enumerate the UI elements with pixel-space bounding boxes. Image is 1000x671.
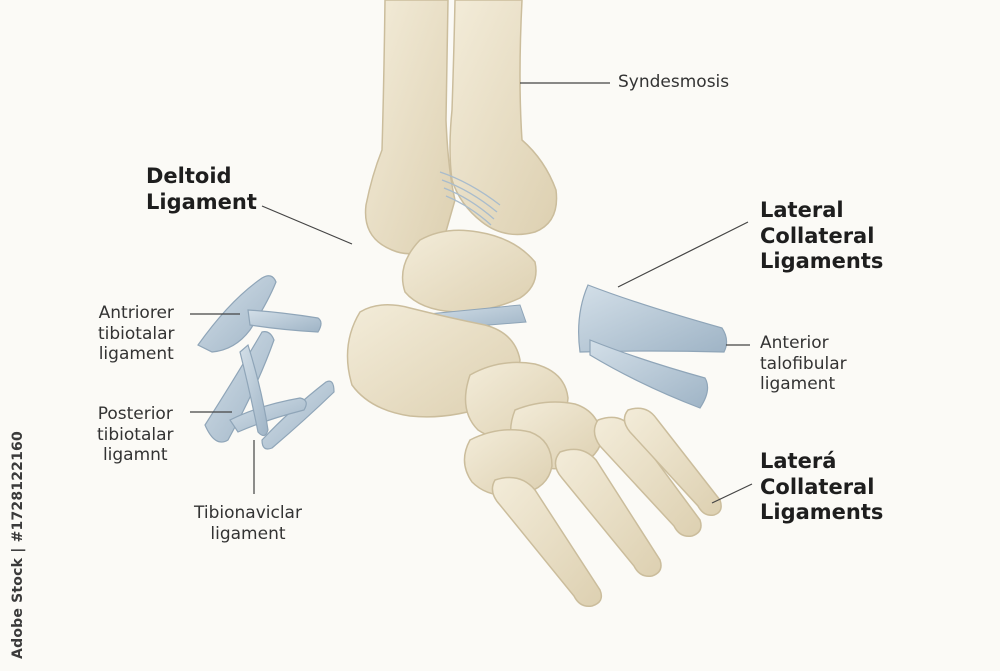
syndesmosis-ligament: [439, 171, 501, 226]
cuboid-bone: [463, 429, 553, 497]
anterior-talofibular-label: Anterior talofibular ligament: [760, 333, 847, 395]
lateral-collateral-ligaments-label-bottom: Laterá Collateral Ligaments: [760, 449, 884, 525]
deltoid-ligament-label: Deltoid Ligament: [146, 164, 257, 214]
lateral-ligament-shape: [578, 284, 728, 409]
tibionavicular-label: Tibionaviclar ligament: [194, 503, 302, 544]
tibia-bone: [364, 0, 456, 255]
stock-watermark: Adobe Stock | #1728122160: [10, 431, 26, 659]
lateral-collateral-ligaments-label-top: Lateral Collateral Ligaments: [760, 198, 884, 274]
talus-bone: [401, 229, 537, 313]
deltoid-ligament-fan: [197, 275, 335, 450]
anterior-tibiotalar-label: Antriorer tibiotalar ligament: [98, 303, 175, 365]
metatarsal-bones: [491, 407, 722, 608]
syndesmosis-label: Syndesmosis: [618, 72, 730, 92]
fibula-bone: [449, 0, 558, 236]
leader-lines: [190, 82, 753, 504]
posterior-tibiotalar-label: Posterior tibiotalar ligamnt: [97, 404, 174, 466]
